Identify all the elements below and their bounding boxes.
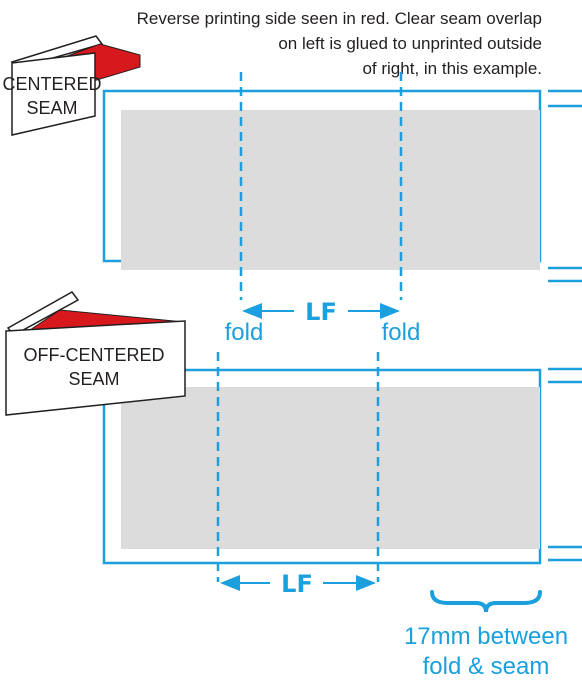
centered-seam-panel: LF fold fold (102, 72, 582, 346)
curly-brace-icon (430, 590, 542, 613)
print-area (121, 110, 540, 270)
print-area (121, 387, 540, 549)
seam-distance-callout: 17mm between fold & seam (404, 590, 568, 680)
off-centered-seam-label: OFF-CENTERED (24, 345, 165, 365)
printing-note-line: Reverse printing side seen in red. Clear… (136, 9, 542, 28)
centered-seam-tag-icon: CENTERED SEAM (2, 35, 141, 136)
off-centered-seam-tag-icon: OFF-CENTERED SEAM (5, 291, 186, 416)
lf-label: LF (281, 570, 313, 598)
off-centered-seam-label: SEAM (68, 369, 119, 389)
lf-label: LF (305, 298, 337, 326)
printing-note: Reverse printing side seen in red. Clear… (62, 6, 542, 81)
printing-note-line: of right, in this example. (362, 59, 542, 78)
fold-label-left: fold (225, 319, 264, 346)
seam-distance-caption: fold & seam (423, 653, 550, 680)
off-centered-seam-panel: LF (102, 352, 582, 598)
printing-note-line: on left is glued to unprinted outside (278, 34, 542, 53)
centered-seam-label: SEAM (26, 98, 77, 118)
fold-label-right: fold (382, 319, 421, 346)
seam-distance-caption: 17mm between (404, 623, 568, 650)
centered-seam-label: CENTERED (2, 74, 101, 94)
